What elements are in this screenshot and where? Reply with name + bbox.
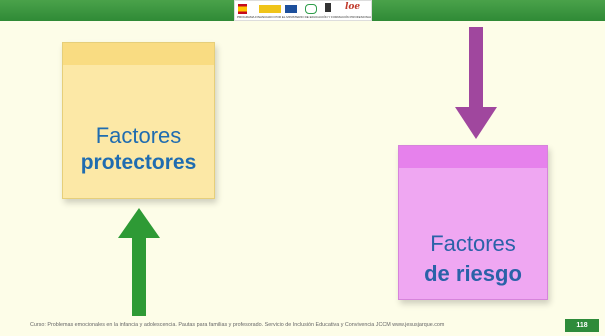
note-title-line2: protectores [80, 151, 197, 174]
arrow-up-icon [118, 208, 160, 316]
note-title-line1: Factores [95, 123, 182, 148]
fp-logo-icon [305, 4, 317, 14]
spain-flag-icon [238, 4, 247, 14]
sticky-note-riesgo: Factores de riesgo [398, 145, 548, 300]
loe-logo: loe [345, 2, 361, 12]
footer-text: Curso: Problemas emocionales en la infan… [30, 322, 445, 328]
note-title-line1: Factores [430, 231, 516, 256]
sticky-note-protectores: Factores protectores [62, 42, 215, 199]
note-title-line2: de riesgo [424, 261, 522, 286]
note-top-band [63, 43, 214, 65]
logo-caption: PROGRAMA FINANCIADO POR EL MINISTERIO DE… [237, 15, 371, 19]
page-number: 118 [565, 319, 599, 332]
sponsor-logos: loe PROGRAMA FINANCIADO POR EL MINISTERI… [234, 0, 372, 21]
footer: Curso: Problemas emocionales en la infan… [0, 316, 605, 336]
note-top-band [399, 146, 547, 168]
eu-logo-icon [285, 5, 297, 13]
ministry-logo-icon [259, 5, 281, 13]
arrow-down-icon [455, 27, 497, 139]
jccm-logo-icon [325, 3, 331, 12]
